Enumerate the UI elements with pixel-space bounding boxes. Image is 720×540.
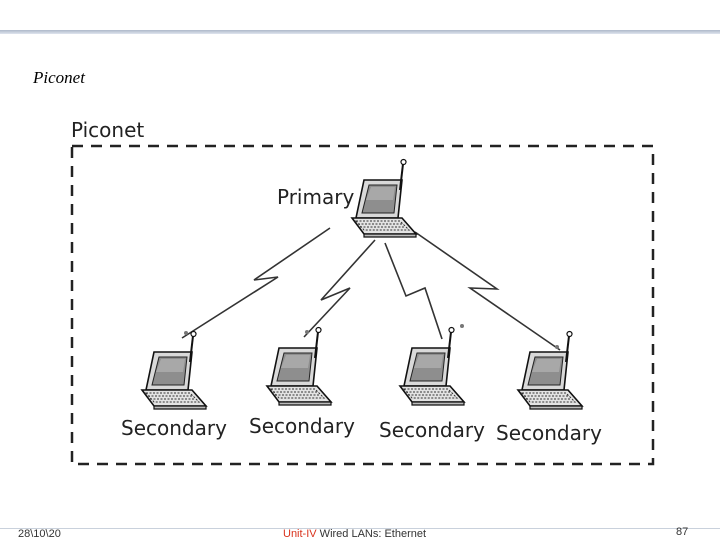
secondary-label-1: Secondary bbox=[121, 416, 227, 440]
piconet-boundary bbox=[70, 144, 655, 466]
link-endpoint-dot bbox=[184, 331, 188, 335]
piconet-box-label: Piconet bbox=[71, 118, 144, 142]
page-number: 87 bbox=[676, 526, 689, 538]
footer-topic: Wired LANs: Ethernet bbox=[316, 528, 427, 540]
link-endpoint-dot bbox=[305, 330, 309, 334]
slide-title: Piconet bbox=[33, 68, 85, 87]
footer-date: 28\10\20 bbox=[18, 528, 61, 540]
secondary-laptop-icon-2 bbox=[266, 326, 332, 406]
footer-title: Unit-IV Wired LANs: Ethernet bbox=[283, 528, 426, 540]
wireless-link-1 bbox=[181, 227, 331, 339]
link-endpoint-dot bbox=[555, 345, 559, 349]
footer-divider bbox=[0, 528, 720, 529]
primary-laptop-icon bbox=[351, 158, 417, 238]
secondary-laptop-icon-3 bbox=[399, 326, 465, 406]
wireless-link-2 bbox=[303, 239, 376, 338]
secondary-label-2: Secondary bbox=[249, 414, 355, 438]
secondary-label-4: Secondary bbox=[496, 421, 602, 445]
link-endpoint-dot bbox=[460, 324, 464, 328]
secondary-laptop-icon-1 bbox=[141, 330, 207, 410]
wireless-link-3 bbox=[384, 242, 443, 340]
primary-label: Primary bbox=[277, 185, 354, 209]
secondary-label-3: Secondary bbox=[379, 418, 485, 442]
wireless-link-4 bbox=[414, 231, 561, 351]
footer-unit: Unit-IV bbox=[283, 528, 317, 540]
top-divider bbox=[0, 30, 720, 34]
